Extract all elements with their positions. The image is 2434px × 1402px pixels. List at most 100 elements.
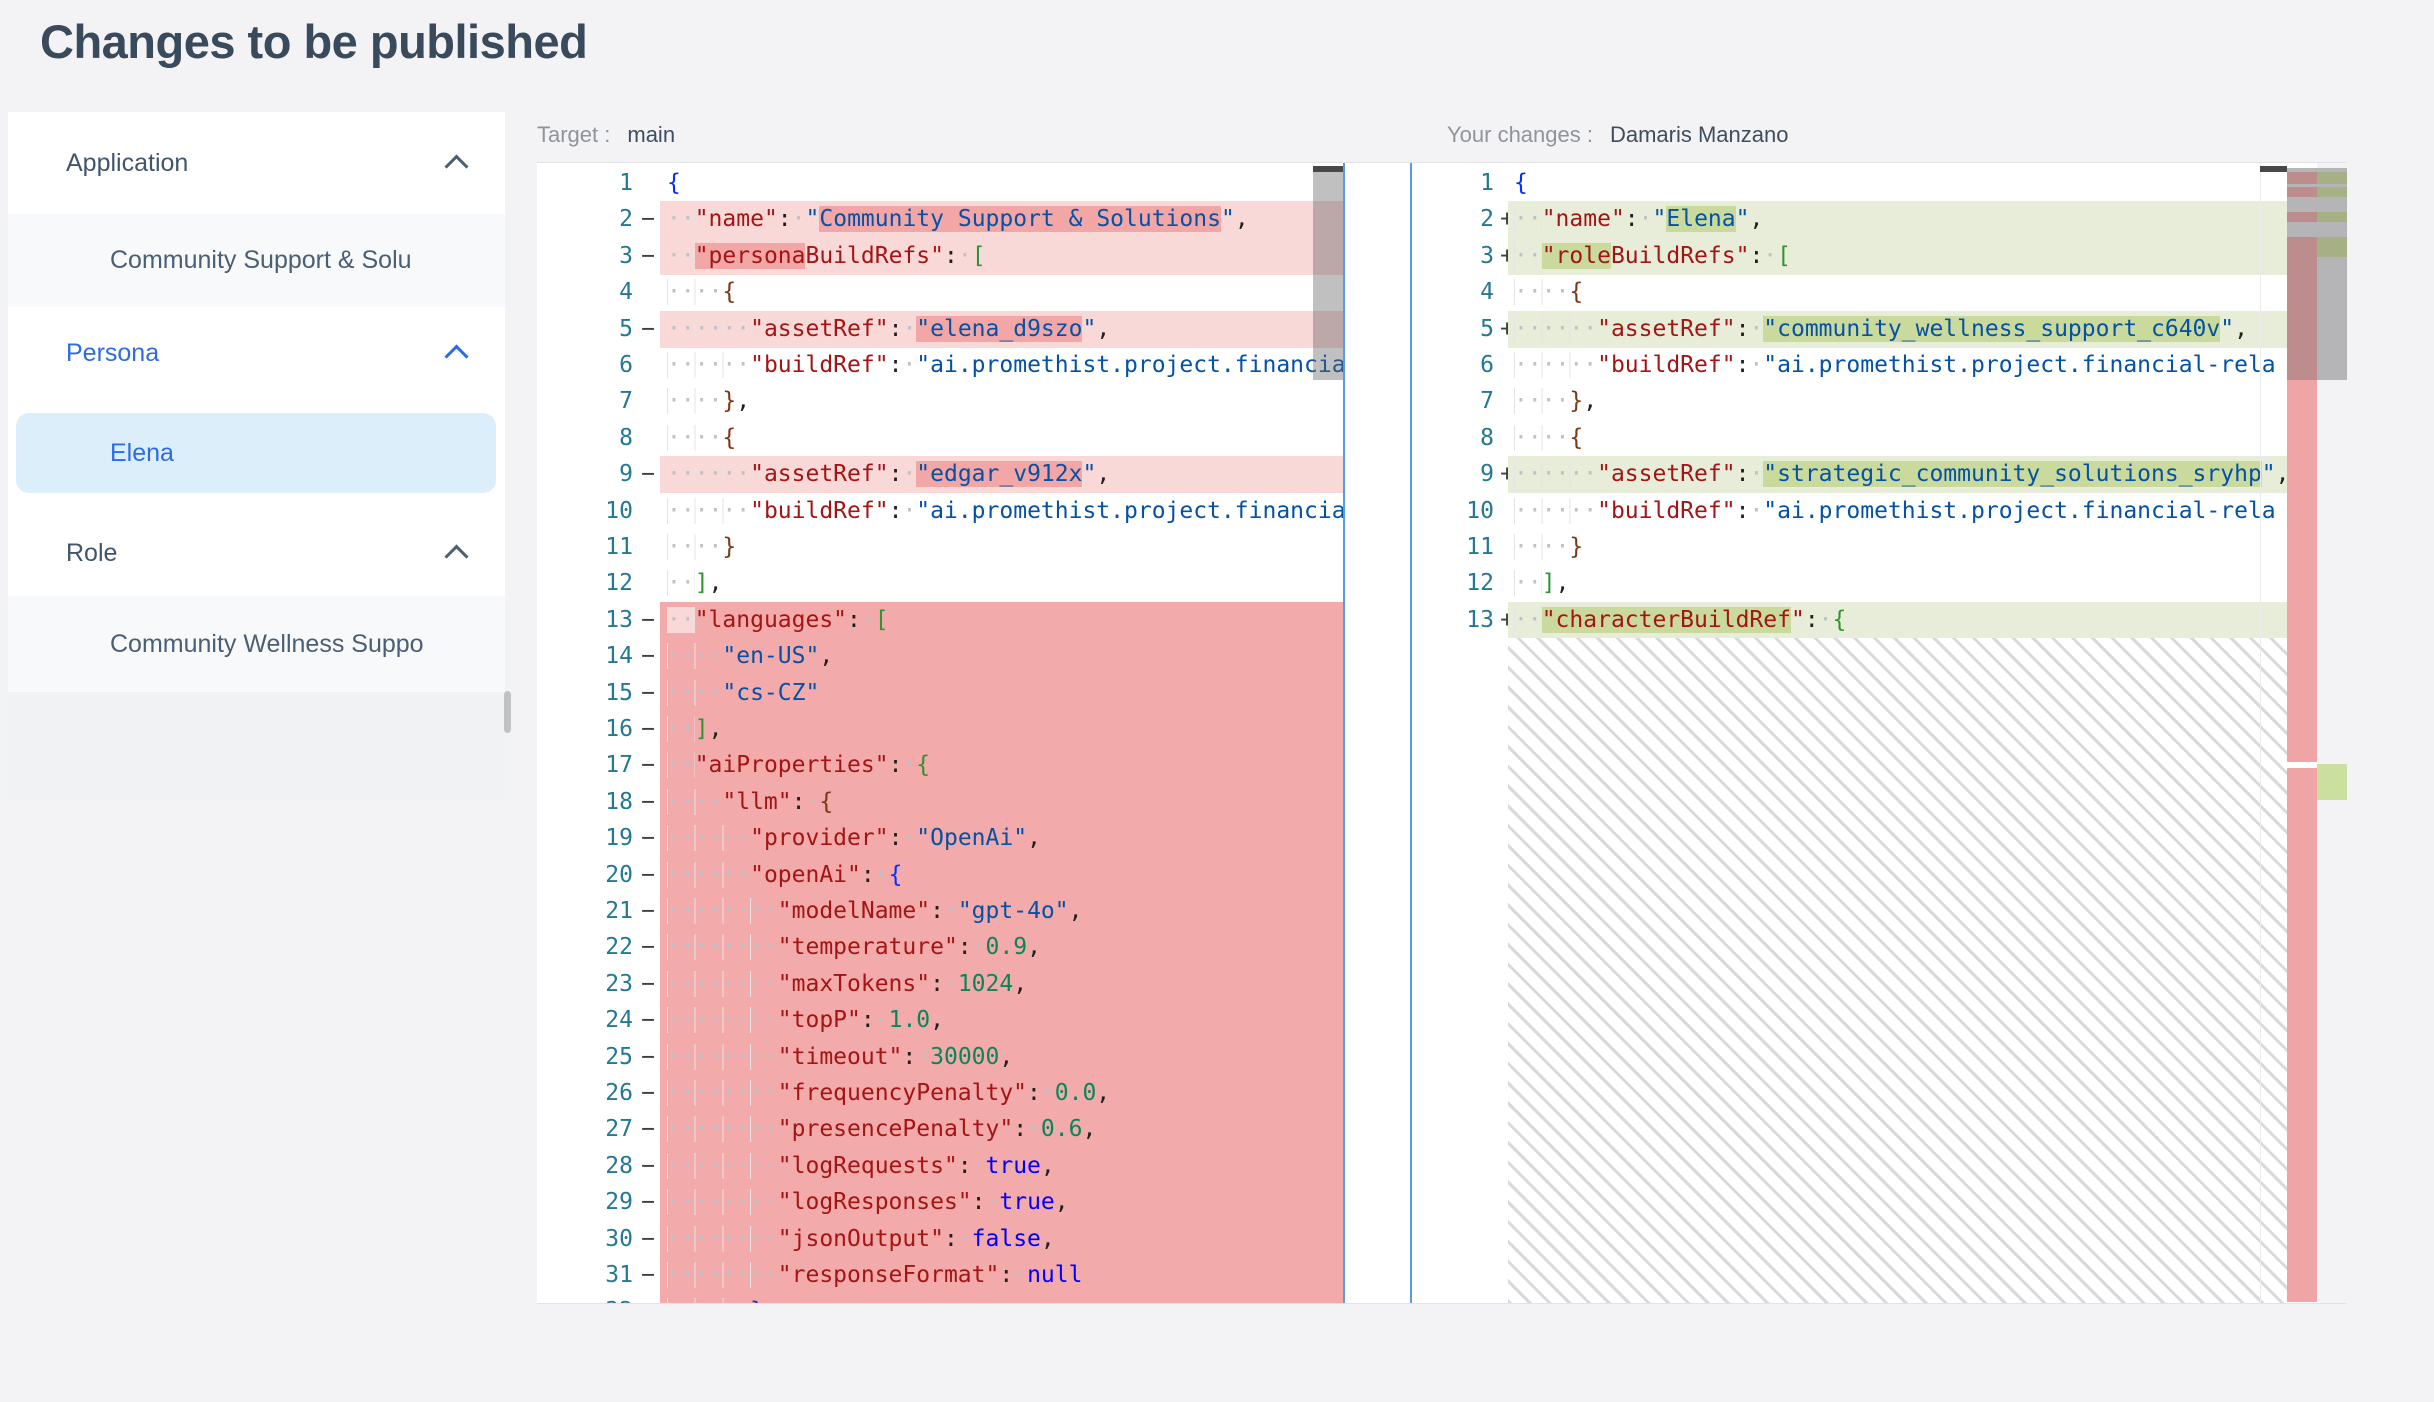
code-text: ··], [660,711,1343,748]
diff-sign: − [641,898,655,924]
left-scrollbar-cap [1313,166,1343,172]
code-line[interactable]: 11····} [1412,529,2287,566]
line-number: 7 [619,388,633,415]
code-line[interactable]: 19−······"provider":·"OpenAi", [537,820,1343,858]
chevron-up-icon [444,153,469,179]
code-line[interactable]: 13+··"characterBuildRef":·{ [1412,601,2287,639]
diff-sign: − [635,1293,661,1303]
code-line[interactable]: 8····{ [537,420,1343,457]
overview-scrollbar-thumb[interactable] [2317,168,2347,380]
code-line[interactable]: 23−········"maxTokens":·1024, [537,965,1343,1003]
code-line[interactable]: 7 ····}, [537,383,1343,420]
code-line[interactable]: 31−········"responseFormat":·null [537,1257,1343,1294]
added-mark [2317,187,2347,197]
code-line[interactable]: 26−········"frequencyPenalty":·0.0, [537,1075,1343,1112]
code-text: ··], [667,570,723,597]
code-text: ······"assetRef":·"community_wellness_su… [1508,310,2287,348]
code-text: ··"languages":·[ [660,601,1343,639]
line-number: 15 [605,679,633,706]
code-line[interactable]: 9−······"assetRef":·"edgar_v912x", [537,456,1343,494]
code-line[interactable]: 12··], [537,565,1343,602]
sidebar-section-persona[interactable]: Persona [8,307,505,400]
line-number: 4 [619,279,633,306]
left-scrollbar-thumb[interactable] [1313,168,1343,380]
line-number: 23 [605,970,633,997]
code-line[interactable]: 6······"buildRef":·"ai.promethist.projec… [537,347,1343,384]
code-line[interactable]: 5+······"assetRef":·"community_wellness_… [1412,310,2287,348]
code-text: ····"en-US", [660,638,1343,676]
code-line[interactable]: 21−········"modelName":·"gpt-4o", [537,893,1343,930]
diff-sign: − [641,643,655,670]
line-number: 1 [619,170,633,196]
code-line[interactable]: 11····} [537,529,1343,566]
code-line[interactable]: 18−····"llm":·{ [537,783,1343,821]
code-line[interactable]: 17−··"aiProperties":·{ [537,747,1343,785]
code-line[interactable]: 24−········"topP":·1.0, [537,1002,1343,1040]
overview-ruler-added[interactable] [2317,163,2347,1303]
code-text: ····{ [667,279,737,306]
code-line[interactable]: 3−··"personaBuildRefs":·[ [537,237,1343,275]
diff-splitter[interactable] [1343,163,1412,1303]
sidebar-item-application[interactable]: Community Support & Solu [8,214,505,307]
sidebar-item-elena-selected[interactable]: Elena [16,413,496,493]
code-text: ······"buildRef":·"ai.promethist.project… [1514,497,2276,524]
code-line[interactable]: 10······"buildRef":·"ai.promethist.proje… [537,493,1343,530]
code-line[interactable]: 10······"buildRef":·"ai.promethist.proje… [1412,493,2287,530]
line-number: 8 [1480,424,1494,451]
code-text: ······"provider":·"OpenAi", [660,820,1343,858]
code-text: ········"presencePenalty":·0.6, [660,1111,1343,1149]
line-number: 28 [605,1152,633,1179]
code-line[interactable]: 5−······"assetRef":·"elena_d9szo", [537,310,1343,348]
line-number: 7 [1480,388,1494,415]
sidebar-section-label: Role [66,538,118,567]
sidebar-scrollbar-thumb[interactable] [504,691,511,733]
overview-ruler-removed[interactable] [2287,163,2317,1303]
code-line[interactable]: 29−········"logResponses":·true, [537,1184,1343,1222]
code-line[interactable]: 27−········"presencePenalty":·0.6, [537,1111,1343,1149]
code-line[interactable]: 12··], [1412,565,2287,602]
code-text: ········"logRequests":·true, [660,1147,1343,1185]
diff-sign: − [641,1189,655,1216]
sidebar-section-application[interactable]: Application [8,112,505,214]
code-line[interactable]: 13−··"languages":·[ [537,601,1343,639]
code-line[interactable]: 4 ····{ [537,274,1343,311]
code-text: ····"cs-CZ" [660,674,1343,712]
target-branch: main [627,122,676,147]
diff-sign: − [641,1043,655,1070]
code-line[interactable]: 1{ [537,165,1343,202]
code-line[interactable]: 28−········"logRequests":·true, [537,1147,1343,1185]
sidebar-item-role[interactable]: Community Wellness Suppo [8,596,505,692]
code-line[interactable]: 1{ [1412,165,2287,202]
original-editor[interactable]: 1{2−··"name":·"Community Support & Solut… [537,163,1343,1303]
right-scrollbar-track-edge [2260,163,2261,1303]
code-line[interactable]: 30−········"jsonOutput":·false, [537,1220,1343,1258]
code-line[interactable]: 6······"buildRef":·"ai.promethist.projec… [1412,347,2287,384]
diff-sign: − [641,1080,655,1106]
code-line[interactable]: 2−··"name":·"Community Support & Solutio… [537,201,1343,239]
code-line[interactable]: 3+··"roleBuildRefs":·[ [1412,237,2287,275]
code-line[interactable]: 22−········"temperature":·0.9, [537,929,1343,967]
line-number: 10 [605,497,633,524]
line-number: 2 [619,206,633,233]
code-line[interactable]: 15−····"cs-CZ" [537,674,1343,712]
line-number: 11 [1466,534,1494,560]
code-line[interactable]: 32−······} [537,1293,1343,1303]
diff-sign: − [641,461,655,488]
sidebar-section-label: Application [66,148,189,177]
code-line[interactable]: 7····}, [1412,383,2287,420]
code-line[interactable]: 20−······"openAi":·{ [537,856,1343,894]
line-number: 9 [619,461,633,488]
code-line[interactable]: 9+······"assetRef":·"strategic_community… [1412,456,2287,494]
code-line[interactable]: 25−········"timeout":·30000, [537,1038,1343,1076]
code-line[interactable]: 2+··"name":·"Elena", [1412,201,2287,239]
modified-editor[interactable]: 1{2+··"name":·"Elena",3+··"roleBuildRefs… [1412,163,2287,1303]
line-number: 3 [1480,242,1494,269]
code-line[interactable]: 16−··], [537,711,1343,748]
code-text: ····}, [667,388,751,415]
code-line[interactable]: 8····{ [1412,420,2287,457]
code-text: ········"logResponses":·true, [660,1184,1343,1222]
code-line[interactable]: 14−····"en-US", [537,638,1343,676]
sidebar-section-role[interactable]: Role [8,510,505,596]
code-text: ······"assetRef":·"strategic_community_s… [1508,456,2287,494]
code-line[interactable]: 4····{ [1412,274,2287,311]
